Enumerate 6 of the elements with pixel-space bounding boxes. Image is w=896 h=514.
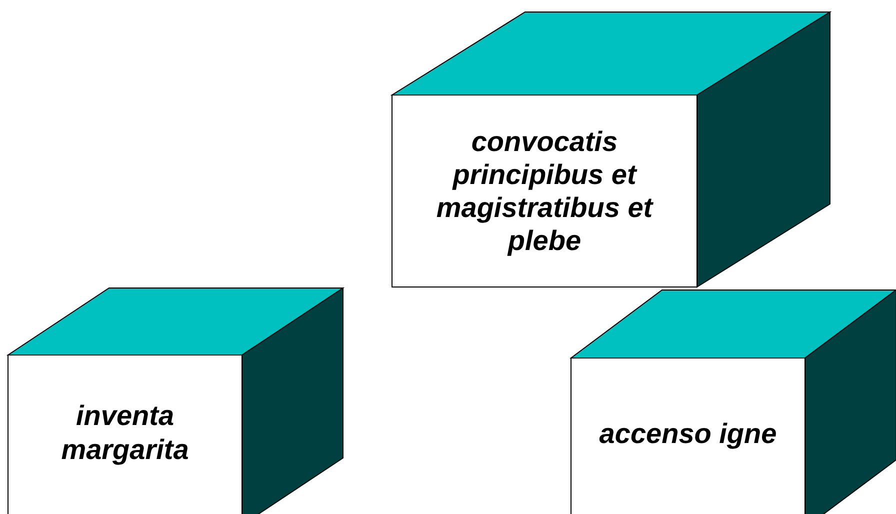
cube-shape <box>392 12 830 287</box>
cube-label: inventa margarita <box>60 399 190 466</box>
cube-label: accenso igne <box>599 417 777 451</box>
cube-label: convocatis principibus et magistratibus et plebe <box>435 124 654 258</box>
cube-shape <box>8 288 343 514</box>
cube-shape <box>571 290 896 514</box>
